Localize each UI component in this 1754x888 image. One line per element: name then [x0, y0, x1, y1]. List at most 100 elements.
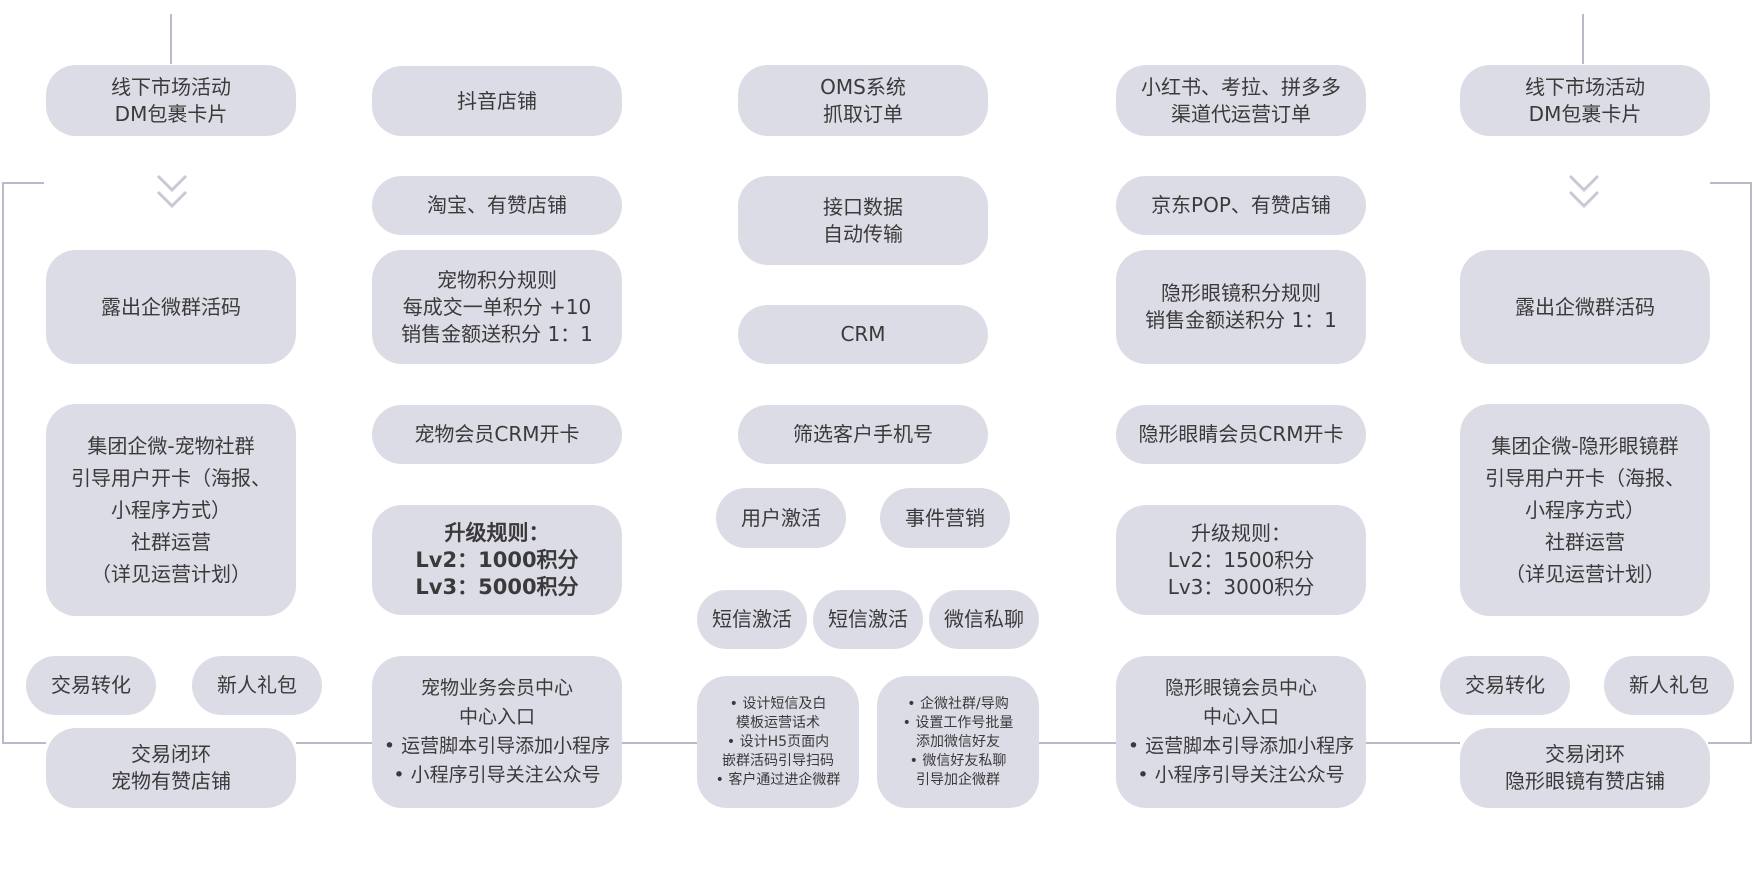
left-loop-vertical [2, 182, 4, 744]
mid-wechat-chat-node: 微信私聊 [929, 590, 1039, 649]
bottom-connector-1 [296, 742, 372, 744]
node-text: • 客户通过进企微群 [715, 771, 841, 788]
node-text: 销售金额送积分 1：1 [1145, 308, 1337, 332]
node-text: • 设计H5页面内 [726, 733, 830, 750]
left-top-stem [170, 14, 172, 64]
node-text: 接口数据 [823, 194, 903, 219]
lens-points-rule-node: 隐形眼镜积分规则 销售金额送积分 1：1 [1116, 250, 1366, 364]
node-text: 小程序方式） [111, 498, 231, 522]
node-text: 添加微信好友 [916, 733, 1000, 750]
node-text: • 企微社群/导购 [907, 695, 1009, 712]
node-text: • 运营脚本引导添加小程序 [383, 735, 611, 757]
mid-event-marketing-node: 事件营销 [880, 488, 1010, 548]
node-text: Lv2：1500积分 [1167, 547, 1315, 572]
lens-jd-node: 京东POP、有赞店铺 [1116, 176, 1366, 235]
right-loop-top [1710, 182, 1752, 184]
node-text: 露出企微群活码 [101, 294, 241, 319]
node-text: Lv3：3000积分 [1167, 574, 1315, 599]
left-loop-bottom [2, 742, 46, 744]
lens-channels-node: 小红书、考拉、拼多多 渠道代运营订单 [1116, 65, 1366, 136]
node-text: 隐形眼镜有赞店铺 [1505, 769, 1665, 793]
node-text: • 小程序引导关注公众号 [1137, 764, 1345, 786]
node-text: 宠物业务会员中心 [420, 677, 573, 699]
node-text: 淘宝、有赞店铺 [427, 193, 567, 217]
bottom-connector-2 [620, 742, 698, 744]
left-loop-top [2, 182, 44, 184]
node-text: 交易转化 [1465, 673, 1545, 697]
node-text: 中心入口 [1202, 706, 1279, 728]
node-text: 宠物会员CRM开卡 [414, 422, 580, 446]
node-text: • 微信好友私聊 [909, 752, 1007, 769]
node-text: 短信激活 [828, 607, 908, 631]
node-text: 社群运营 [131, 530, 211, 554]
node-text: 渠道代运营订单 [1171, 101, 1311, 126]
pet-crm-card-node: 宠物会员CRM开卡 [372, 405, 622, 464]
lens-member-center-node: 隐形眼镜会员中心 中心入口 • 运营脚本引导添加小程序 • 小程序引导关注公众号 [1116, 656, 1366, 808]
mid-sms-detail-node: • 设计短信及白 模板运营话术 • 设计H5页面内 嵌群活码引导扫码 • 客户通… [697, 676, 859, 808]
node-text: 交易闭环 [1545, 742, 1625, 766]
node-text: 筛选客户手机号 [793, 422, 933, 446]
node-text: OMS系统 [820, 74, 906, 99]
mid-crm-node: CRM [738, 305, 988, 364]
node-text: 引导用户开卡（海报、 [1485, 466, 1685, 490]
mid-oms-node: OMS系统 抓取订单 [738, 65, 988, 136]
node-text: 升级规则： [1191, 520, 1291, 545]
node-text: 线下市场活动 [111, 74, 231, 99]
lens-crm-card-node: 隐形眼睛会员CRM开卡 [1116, 405, 1366, 464]
node-text: 隐形眼镜会员中心 [1164, 677, 1317, 699]
node-text: 嵌群活码引导扫码 [722, 752, 834, 769]
node-text: 升级规则： [444, 520, 550, 545]
mid-filter-phone-node: 筛选客户手机号 [738, 405, 988, 464]
chevron-down-icon [1568, 174, 1600, 209]
node-text: 微信私聊 [944, 607, 1024, 631]
node-text: 抓取订单 [823, 101, 903, 126]
node-text: 京东POP、有赞店铺 [1151, 193, 1331, 217]
node-text: 露出企微群活码 [1515, 294, 1655, 319]
pet-douyin-node: 抖音店铺 [372, 66, 622, 136]
right-loop-bottom [1708, 742, 1752, 744]
right-qr-code-node: 露出企微群活码 [1460, 250, 1710, 364]
mid-api-node: 接口数据 自动传输 [738, 176, 988, 265]
node-text: 抖音店铺 [457, 88, 537, 113]
node-text: Lv2：1000积分 [415, 547, 579, 572]
node-text: 销售金额送积分 1：1 [401, 321, 593, 346]
mid-sms-activation-node-2: 短信激活 [813, 590, 923, 649]
node-text: 交易转化 [51, 673, 131, 697]
right-lens-group-node: 集团企微-隐形眼镜群 引导用户开卡（海报、 小程序方式） 社群运营 （详见运营计… [1460, 404, 1710, 616]
node-text: 社群运营 [1545, 530, 1625, 554]
node-text: 用户激活 [741, 505, 821, 530]
node-text: 小红书、考拉、拼多多 [1141, 74, 1341, 99]
node-text: CRM [840, 322, 886, 346]
mid-wechat-detail-node: • 企微社群/导购 • 设置工作号批量 添加微信好友 • 微信好友私聊 引导加企… [877, 676, 1039, 808]
node-text: • 运营脚本引导添加小程序 [1127, 735, 1355, 757]
right-gift-node: 新人礼包 [1604, 656, 1734, 715]
node-text: （详见运营计划） [91, 562, 251, 586]
node-text: • 设置工作号批量 [902, 714, 1014, 731]
node-text: DM包裹卡片 [1528, 101, 1642, 126]
node-text: 模板运营话术 [736, 714, 820, 731]
node-text: • 设计短信及白 [729, 695, 827, 712]
node-text: 隐形眼镜积分规则 [1161, 281, 1321, 305]
left-convert-node: 交易转化 [26, 656, 156, 715]
pet-taobao-node: 淘宝、有赞店铺 [372, 176, 622, 235]
right-top-stem [1582, 14, 1584, 64]
node-text: DM包裹卡片 [114, 101, 228, 126]
node-text: 新人礼包 [1629, 673, 1709, 697]
node-text: 中心入口 [458, 706, 535, 728]
node-text: 引导加企微群 [916, 771, 1000, 788]
chevron-down-icon [156, 174, 188, 209]
left-offline-activity-node: 线下市场活动 DM包裹卡片 [46, 65, 296, 136]
lens-upgrade-rule-node: 升级规则： Lv2：1500积分 Lv3：3000积分 [1116, 505, 1366, 615]
pet-points-rule-node: 宠物积分规则 每成交一单积分 +10 销售金额送积分 1：1 [372, 250, 622, 364]
node-text: • 小程序引导关注公众号 [393, 764, 601, 786]
node-text: 新人礼包 [217, 673, 297, 697]
node-text: 隐形眼睛会员CRM开卡 [1138, 422, 1344, 446]
node-text: 宠物积分规则 [437, 267, 557, 292]
node-text: 短信激活 [712, 607, 792, 631]
node-text: 宠物有赞店铺 [111, 769, 231, 793]
right-loop-vertical [1750, 182, 1752, 744]
pet-member-center-node: 宠物业务会员中心 中心入口 • 运营脚本引导添加小程序 • 小程序引导关注公众号 [372, 656, 622, 808]
right-offline-activity-node: 线下市场活动 DM包裹卡片 [1460, 65, 1710, 136]
left-loop-node: 交易闭环 宠物有赞店铺 [46, 728, 296, 808]
node-text: 引导用户开卡（海报、 [71, 466, 271, 490]
